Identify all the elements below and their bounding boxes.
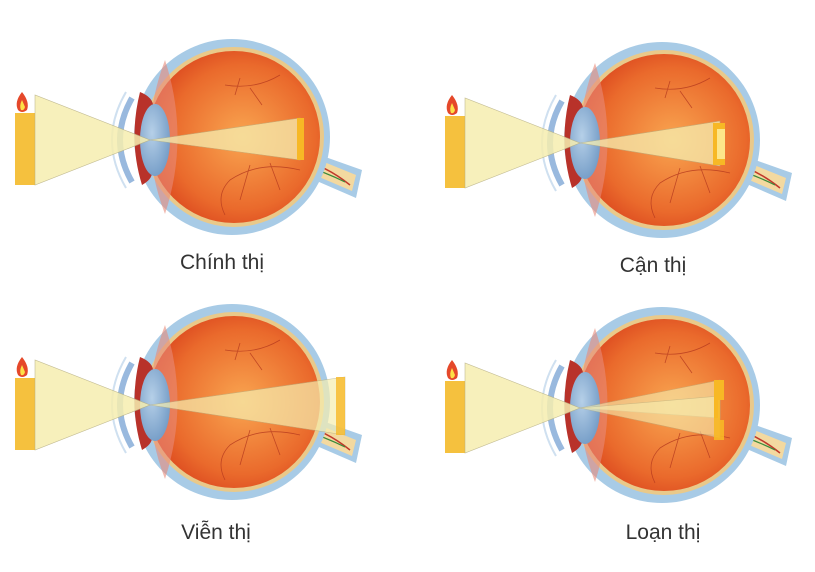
candle — [15, 113, 35, 185]
light-cone — [464, 97, 581, 189]
candle — [15, 378, 35, 450]
label-normal: Chính thị — [179, 251, 265, 274]
light-cone — [464, 362, 581, 454]
label-hyperopia: Viễn thị — [181, 521, 251, 544]
label-myopia: Cận thị — [619, 254, 687, 277]
light-cone — [34, 94, 151, 186]
panel-myopia — [445, 42, 792, 238]
blood-vessels — [650, 77, 731, 219]
retina-image — [297, 118, 304, 160]
panel-astigmatism — [445, 307, 792, 503]
label-astigmatism: Loạn thị — [625, 521, 701, 544]
panel-hyperopia — [15, 304, 362, 500]
blood-vessels — [220, 74, 301, 216]
blood-vessels — [220, 339, 301, 481]
image-behind-retina — [336, 377, 345, 435]
candle — [445, 381, 465, 453]
light-cone — [34, 359, 151, 451]
panel-normal — [15, 39, 362, 235]
candle — [445, 116, 465, 188]
